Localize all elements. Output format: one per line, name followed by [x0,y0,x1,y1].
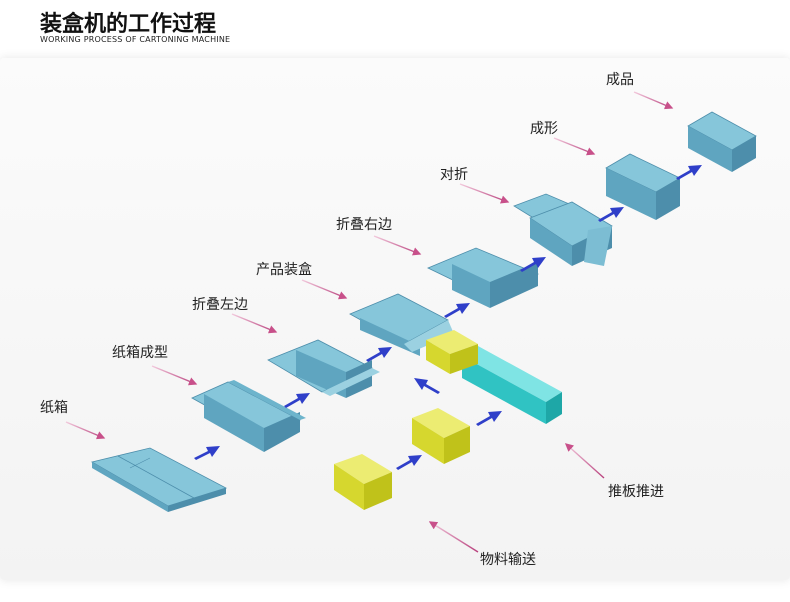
product-boxing-carton [349,293,454,356]
fold-right-carton [427,247,539,308]
fold-half-carton [513,193,613,266]
label-fold-right: 折叠右边 [336,217,392,233]
label-finished: 成品 [606,72,634,88]
label-shaping: 成形 [530,121,558,137]
arrow-feed [396,455,422,470]
product-in-carton [426,330,478,374]
product-item-front [334,454,392,510]
page-title: 装盒机的工作过程 [40,12,217,37]
arrow-5 [520,257,546,272]
push-plate [462,346,562,424]
label-material-conveying: 物料输送 [480,552,536,568]
arrow-push [476,411,502,426]
flow-arrows [194,165,702,470]
arrow-6 [598,207,624,222]
label-fold-half: 对折 [440,167,468,183]
arrow-3 [366,347,392,362]
arrow-4 [444,303,470,318]
label-carton-forming: 纸箱成型 [112,345,168,361]
carton-forming [191,380,306,452]
arrow-insert [414,378,440,394]
page-subtitle: WORKING PROCESS OF CARTONING MACHINE [40,35,231,44]
label-product-boxing: 产品装盒 [256,261,312,278]
arrow-2 [284,393,310,408]
product-item-middle [412,408,470,464]
arrow-1 [194,446,220,460]
fold-left-carton [267,339,380,398]
finished-box [687,111,757,172]
label-push-plate: 推板推进 [608,484,664,500]
arrow-7 [676,165,702,180]
label-fold-left: 折叠左边 [192,297,248,313]
pointer-lines [65,91,674,553]
carton-flat [90,447,228,512]
label-carton: 纸箱 [40,400,68,416]
